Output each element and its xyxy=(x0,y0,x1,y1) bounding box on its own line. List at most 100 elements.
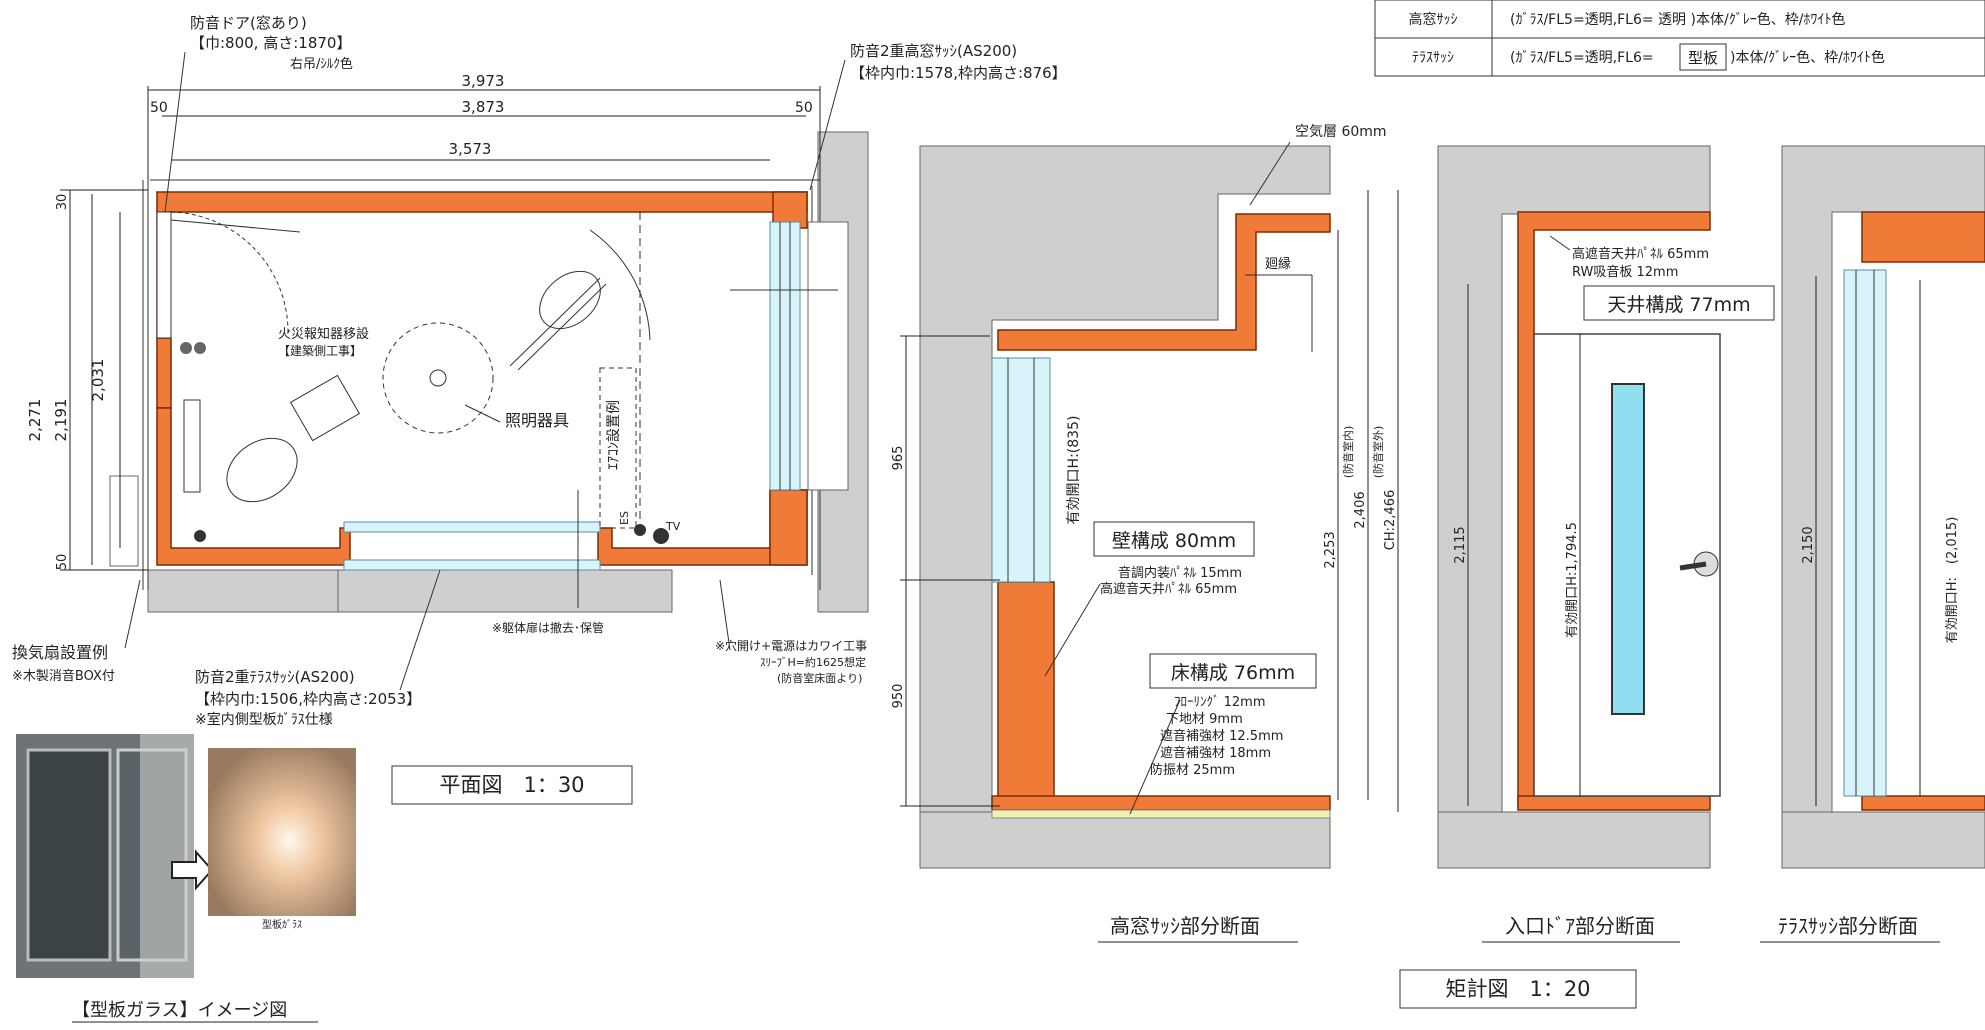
dim-2271: 2,271 xyxy=(26,399,44,442)
wall-item: 音調内装ﾊﾟﾈﾙ 15mm xyxy=(1118,565,1242,581)
high-sash-wall xyxy=(997,581,1055,805)
door-section-title: 入口ﾄﾞｱ部分断面 xyxy=(1505,914,1655,938)
spec-row-value: )本体/ｸﾞﾚｰ色、枠/ﾎﾜｲﾄ色 xyxy=(1730,49,1885,66)
high-sash-window xyxy=(991,357,1051,583)
fan-label: 換気扇設置例 xyxy=(12,643,108,662)
dim-2253-note: (防音室内) xyxy=(1341,426,1355,479)
section-door xyxy=(1437,145,1721,869)
sleeve-note: ｽﾘｰﾌﾞH=約1625想定 xyxy=(760,655,866,669)
dim-50-bottom: 50 xyxy=(55,554,70,571)
lighting-fixture xyxy=(382,322,494,434)
dim-965: 965 xyxy=(891,446,906,471)
es-label: ES xyxy=(618,511,631,525)
section-high-sash xyxy=(900,141,1399,869)
dim-3873: 3,873 xyxy=(462,98,505,116)
dim-950: 950 xyxy=(891,684,906,709)
terrace-sash xyxy=(1843,269,1887,797)
terrace-label: 防音2重ﾃﾗｽｻｯｼ(AS200) xyxy=(195,668,355,686)
floor-item: 防振材 25mm xyxy=(1150,762,1235,778)
plan-view xyxy=(60,51,869,691)
terrace-section-title: ﾃﾗｽｻｯｼ部分断面 xyxy=(1778,914,1918,938)
dim-2406: 2,406 xyxy=(1353,491,1368,528)
terrace-note: ※室内側型板ｶﾞﾗｽ仕様 xyxy=(195,711,333,728)
lighting-label: 照明器具 xyxy=(505,411,569,430)
arrow-right-icon xyxy=(171,849,214,891)
plan-wall-bottom-left xyxy=(156,407,351,566)
high-sash-eff-open: 有効開口H:(835) xyxy=(1066,416,1082,525)
spec-row-value: (ｶﾞﾗｽ/FL5=透明,FL6= xyxy=(1510,50,1654,66)
door-note: 右吊/ｼﾙｸ色 xyxy=(290,56,353,72)
wall-item: 高遮音天井ﾊﾟﾈﾙ 65mm xyxy=(1100,581,1237,597)
floor-item: ﾌﾛｰﾘﾝｸﾞ 12mm xyxy=(1174,695,1266,710)
door-swing-arc xyxy=(170,211,289,333)
fire-alarm-note: 【建築側工事】 xyxy=(278,343,362,358)
spec-row-value: (ｶﾞﾗｽ/FL5=透明,FL6= 透明 )本体/ｸﾞﾚｰ色、枠/ﾎﾜｲﾄ色 xyxy=(1510,11,1845,28)
sleeve-note-2: (防音室床面より) xyxy=(777,671,862,685)
floor-item: 遮音補強材 12.5mm xyxy=(1160,728,1283,744)
aircon-outline xyxy=(599,367,637,529)
floor-title-box xyxy=(1149,653,1317,689)
ch-dim: CH:2,466 xyxy=(1383,490,1398,550)
hole-note: ※穴開け+電源はカワイ工事 xyxy=(715,638,867,653)
door-eff-open: 有効開口H:1,794.5 xyxy=(1565,522,1580,638)
mawaribuchi-label: 廻縁 xyxy=(1265,256,1291,272)
fire-alarm-label: 火災報知器移設 xyxy=(278,326,369,342)
terrace-ceiling xyxy=(1861,211,1985,263)
floor-item: 下地材 9mm xyxy=(1166,712,1243,727)
spec-boxed-value: 型板 xyxy=(1688,49,1718,67)
dim-2150: 2,150 xyxy=(1801,526,1816,563)
section-terrace xyxy=(1781,145,1985,869)
wall-title: 壁構成 80mm xyxy=(1112,530,1236,552)
section-title-box xyxy=(1399,969,1637,1009)
ceiling-title-box xyxy=(1583,285,1775,321)
high-sash-section-title: 高窓ｻｯｼ部分断面 xyxy=(1110,914,1260,938)
ceiling-item: 高遮音天井ﾊﾟﾈﾙ 65mm xyxy=(1572,246,1709,262)
tv-outlet-icon xyxy=(653,528,669,544)
spec-row-label: ﾃﾗｽｻｯｼ xyxy=(1412,50,1454,66)
dim-2115: 2,115 xyxy=(1453,526,1468,563)
glass-caption: 型板ｶﾞﾗｽ xyxy=(262,918,302,931)
air-layer-label: 空気層 60mm xyxy=(1295,124,1387,140)
high-sash-spec: 【枠内巾:1578,枠内高さ:876】 xyxy=(850,64,1067,82)
plan-title: 平面図 1：30 xyxy=(439,773,584,797)
dim-2406-note: (防音室外) xyxy=(1371,426,1385,479)
door-spec: 【巾:800, 高さ:1870】 xyxy=(190,34,351,52)
tv-label: TV xyxy=(665,520,681,533)
dim-2191: 2,191 xyxy=(52,399,70,442)
floor-title: 床構成 76mm xyxy=(1171,662,1295,684)
dim-3973: 3,973 xyxy=(462,72,505,90)
plan-wall-left-segment xyxy=(156,337,172,409)
wall-title-box xyxy=(1093,521,1255,557)
fan-box xyxy=(183,399,201,493)
switch-icon xyxy=(180,342,192,354)
dim-2031: 2,031 xyxy=(89,359,107,402)
chair xyxy=(289,374,361,442)
terrace-eff-open: 有効開口H: (2,015) xyxy=(1945,517,1960,644)
dim-2253: 2,253 xyxy=(1323,531,1338,568)
door-window xyxy=(1611,383,1645,715)
section-title: 矩計図 1：20 xyxy=(1445,977,1590,1001)
terrace-spec: 【枠内巾:1506,枠内高さ:2053】 xyxy=(195,690,421,708)
dim-30: 30 xyxy=(55,194,70,211)
person-standing xyxy=(539,270,601,330)
ceiling-title: 天井構成 77mm xyxy=(1607,294,1750,316)
plan-wall-top xyxy=(156,191,808,339)
frosted-glass-photo xyxy=(208,748,356,916)
plan-terrace-sash xyxy=(343,521,601,533)
aircon-label: ｴｱｺﾝ設置例 xyxy=(606,400,622,470)
high-sash-ceiling xyxy=(997,213,1331,351)
dim-3573: 3,573 xyxy=(449,140,492,158)
plan-title-box xyxy=(391,765,633,805)
spec-row-label: 高窓ｻｯｼ xyxy=(1409,11,1458,28)
plan-outer-wall-bottom xyxy=(331,569,673,613)
door-label: 防音ドア(窓あり) xyxy=(190,14,307,32)
body-door-note: ※躯体扉は撤去･保管 xyxy=(492,620,604,635)
dim-50-right: 50 xyxy=(795,100,813,116)
floor-item: 遮音補強材 18mm xyxy=(1160,745,1271,761)
dim-50-left: 50 xyxy=(150,100,168,116)
ceiling-item: RW吸音板 12mm xyxy=(1572,264,1678,280)
image-caption: 【型板ガラス】イメージ図 xyxy=(72,1000,287,1021)
fan-note: ※木製消音BOX付 xyxy=(12,668,115,684)
high-sash-floor xyxy=(991,795,1331,811)
